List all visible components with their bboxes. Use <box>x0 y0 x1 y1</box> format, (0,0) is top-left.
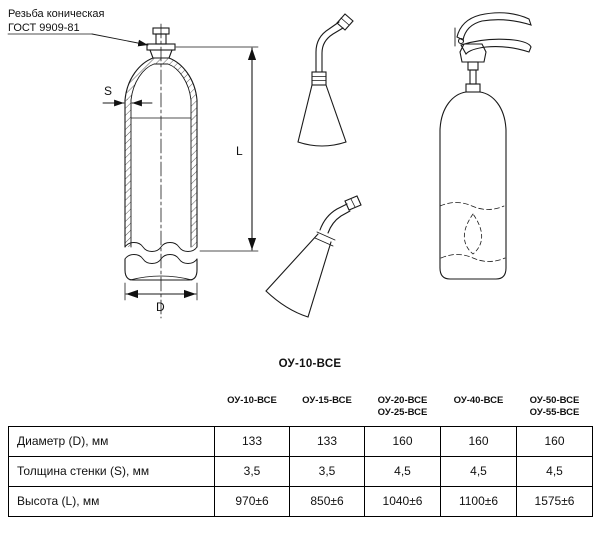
cell-diameter-ou20-25: 160 <box>364 425 441 457</box>
row-label-diameter: Диаметр (D), мм <box>8 425 215 457</box>
dim-l-label: L <box>236 144 243 158</box>
extinguisher-assembly-drawing <box>439 12 532 280</box>
cell-diameter-ou50-55: 160 <box>516 425 593 457</box>
diffuser-horn-bottom-drawing <box>265 195 362 318</box>
break-line <box>124 254 198 264</box>
table-row-height: Высота (L), мм 970±6 850±6 1040±6 1100±6… <box>8 485 593 517</box>
wall-hatch-right <box>191 99 197 247</box>
cylinder-section-drawing: D L S Резьба коническая ГОСТ 9909-81 <box>7 8 259 319</box>
cell-thickness-ou50-55: 4,5 <box>516 455 593 487</box>
dimensions-table: ОУ-10-ВСЕ ОУ-15-ВСЕ ОУ-20-ВСЕ ОУ-25-ВСЕ … <box>8 392 593 517</box>
cell-thickness-ou10: 3,5 <box>214 455 290 487</box>
row-label-wall-thickness: Толщина стенки (S), мм <box>8 455 215 487</box>
break-line <box>124 242 198 252</box>
cell-thickness-ou15: 3,5 <box>289 455 365 487</box>
thread-note: Резьба коническая ГОСТ 9909-81 <box>7 8 149 47</box>
wall-hatch-left <box>125 99 131 247</box>
label-emblem-icon <box>463 213 483 255</box>
column-header-ou20-25: ОУ-20-ВСЕ ОУ-25-ВСЕ <box>377 395 428 418</box>
column-header-ou50-55: ОУ-50-ВСЕ ОУ-55-ВСЕ <box>529 395 580 418</box>
drawing-caption: ОУ-10-ВСЕ <box>278 358 342 370</box>
cell-height-ou15: 850±6 <box>289 485 365 517</box>
valve-fitting-icon <box>146 27 176 59</box>
dimension-s: S <box>102 84 153 107</box>
table-corner-cell <box>9 392 215 426</box>
cell-height-ou20-25: 1040±6 <box>364 485 441 517</box>
dimension-d: D <box>124 282 198 314</box>
cell-height-ou50-55: 1575±6 <box>516 485 593 517</box>
column-header-ou40: ОУ-40-ВСЕ <box>453 395 504 406</box>
thread-note-line1: Резьба коническая <box>8 8 105 20</box>
thread-note-line2: ГОСТ 9909-81 <box>8 22 80 34</box>
cell-diameter-ou40: 160 <box>440 425 517 457</box>
technical-drawing: D L S Резьба коническая ГОСТ 9909-81 <box>7 8 532 319</box>
dim-d-label: D <box>156 300 165 314</box>
table-row-diameter: Диаметр (D), мм 133 133 160 160 160 <box>8 425 593 457</box>
column-header-ou15: ОУ-15-ВСЕ <box>302 395 352 406</box>
dim-s-label: S <box>104 84 112 98</box>
carry-lever-icon <box>456 12 532 41</box>
cell-thickness-ou40: 4,5 <box>440 455 517 487</box>
dimension-l: L <box>175 46 259 252</box>
table-header-row: ОУ-10-ВСЕ ОУ-15-ВСЕ ОУ-20-ВСЕ ОУ-25-ВСЕ … <box>9 392 593 426</box>
dome-section-hatch <box>125 58 197 100</box>
trigger-lever-icon <box>460 38 532 55</box>
cell-diameter-ou15: 133 <box>289 425 365 457</box>
row-label-height: Высота (L), мм <box>8 485 215 517</box>
cell-height-ou40: 1100±6 <box>440 485 517 517</box>
table-row-wall-thickness: Толщина стенки (S), мм 3,5 3,5 4,5 4,5 4… <box>8 455 593 487</box>
cell-thickness-ou20-25: 4,5 <box>364 455 441 487</box>
valve-body-icon <box>459 43 487 63</box>
cell-diameter-ou10: 133 <box>214 425 290 457</box>
diffuser-horn-top-drawing <box>297 13 354 147</box>
cell-height-ou10: 970±6 <box>214 485 290 517</box>
column-header-ou10: ОУ-10-ВСЕ <box>227 395 277 406</box>
bottle-outline <box>439 91 507 280</box>
